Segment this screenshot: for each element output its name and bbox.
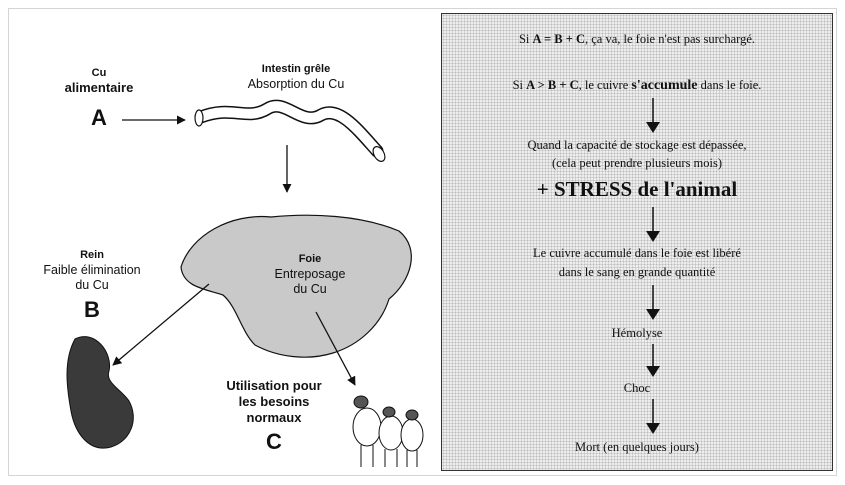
step-capacity-line1: Quand la capacité de stockage est dépass… (527, 138, 747, 152)
kidney-title: Rein (80, 249, 104, 261)
step-release-line1: Le cuivre accumulé dans le foie est libé… (533, 246, 741, 260)
copper-pathway-diagram: Cu alimentaire A Intestin grêle Absorpti… (9, 9, 439, 477)
step-shock: Choc (623, 381, 651, 395)
flowchart-panel: Si A = B + C, ça va, le foie n'est pas s… (441, 13, 833, 471)
arrow-excretion (112, 283, 210, 366)
sheep-drawing (352, 395, 424, 467)
figure-frame: Cu alimentaire A Intestin grêle Absorpti… (8, 8, 837, 476)
step-hemolysis: Hémolyse (611, 326, 663, 340)
letter-c: C (266, 429, 282, 454)
liver-title: Foie (298, 253, 322, 265)
stress-heading: + STRESS de l'animal (536, 177, 738, 201)
letter-a: A (91, 105, 107, 130)
step-release-line2: dans le sang en grande quantité (558, 265, 716, 279)
intestine-title: Intestin grêle (261, 63, 331, 75)
kidney-line1: Faible élimination (43, 263, 141, 277)
rule-equal: Si A = B + C, ça va, le foie n'est pas s… (518, 32, 756, 46)
intestine-subtitle: Absorption du Cu (247, 77, 345, 91)
flow-arrow-2 (646, 207, 660, 242)
usage-line3: normaux (246, 410, 302, 425)
kidney-shape (66, 336, 134, 449)
arrow-usage (315, 311, 356, 386)
liver-shape (180, 214, 412, 358)
intestine-shape (194, 99, 386, 162)
rule-greater: Si A > B + C, le cuivre s'accumule dans … (512, 78, 762, 93)
liver-line1: Entreposage (274, 267, 346, 281)
usage-line1: Utilisation pour (226, 378, 322, 393)
flow-arrow-5 (646, 399, 660, 434)
kidney-line2: du Cu (75, 278, 109, 292)
step-capacity-line2: (cela peut prendre plusieurs mois) (551, 156, 723, 170)
intake-title: alimentaire (64, 80, 134, 95)
flow-arrow-1 (646, 98, 660, 133)
letter-b: B (84, 297, 100, 322)
liver-line2: du Cu (293, 282, 327, 296)
pathway-illustration (66, 99, 424, 467)
intake-cu-label: Cu (91, 67, 107, 79)
flow-arrow-3 (646, 285, 660, 320)
flow-arrow-4 (646, 344, 660, 377)
step-death: Mort (en quelques jours) (575, 440, 699, 454)
usage-line2: les besoins (238, 394, 310, 409)
